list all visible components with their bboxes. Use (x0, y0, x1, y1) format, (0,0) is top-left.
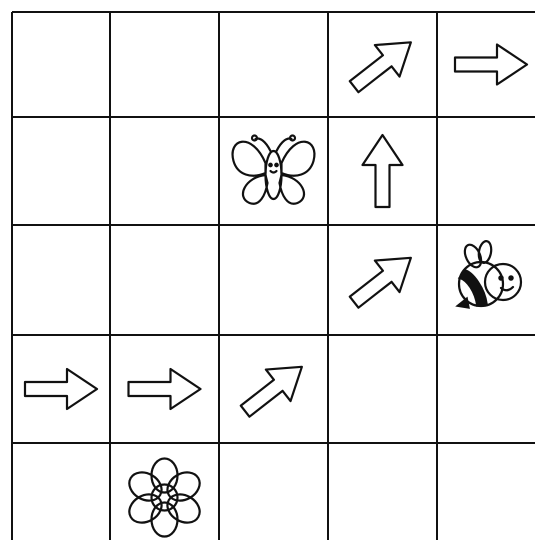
grid-pieces (25, 27, 527, 537)
arrow-up-right-icon (342, 242, 423, 318)
butterfly-wing (282, 142, 315, 176)
butterfly-icon (233, 136, 315, 204)
bee-wing (477, 240, 493, 264)
arrow-up-right-icon (233, 351, 314, 427)
butterfly-eye (269, 163, 272, 166)
arrow-right-icon (129, 369, 201, 409)
butterfly-wing (233, 142, 266, 176)
grid-lines (12, 12, 535, 540)
arrow-shape (455, 45, 527, 85)
butterfly-antenna-tip (290, 136, 295, 141)
arrow-shape (129, 369, 201, 409)
butterfly-antenna-tip (252, 136, 257, 141)
butterfly-wing (243, 175, 268, 204)
arrow-shape (342, 27, 423, 103)
bee-stinger (457, 298, 469, 308)
flower-center (152, 485, 178, 511)
butterfly-body (266, 151, 282, 199)
bee-eye (509, 276, 513, 280)
bee-icon (457, 240, 521, 308)
butterfly-smile (271, 171, 277, 173)
bee-eye (499, 276, 503, 280)
arrow-right-icon (25, 369, 97, 409)
butterfly-wing (280, 175, 305, 204)
arrow-shape (363, 135, 403, 207)
arrow-shape (25, 369, 97, 409)
arrow-shape (342, 242, 423, 318)
flower-icon (124, 459, 205, 537)
arrow-shape (233, 351, 314, 427)
butterfly-eye (275, 163, 278, 166)
arrow-up-icon (363, 135, 403, 207)
arrow-right-icon (455, 45, 527, 85)
arrow-up-right-icon (342, 27, 423, 103)
